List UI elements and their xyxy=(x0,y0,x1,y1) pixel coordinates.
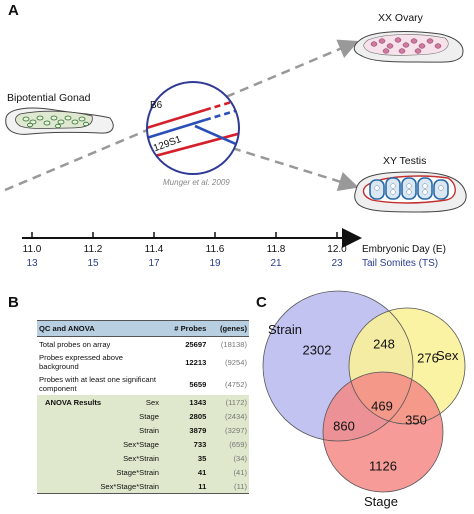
row-genes: (4752) xyxy=(225,379,247,389)
b6-label: B6 xyxy=(150,100,163,111)
anova-genes: (34) xyxy=(208,451,249,465)
testis-label: XY Testis xyxy=(383,155,427,167)
count-all-three: 469 xyxy=(371,398,393,414)
anova-row: Sex*Stage 733 (659) xyxy=(37,437,249,451)
somite-tick-3: 19 xyxy=(209,258,221,269)
anova-genes: (41) xyxy=(208,465,249,479)
anova-row: Strain 3879 (3297) xyxy=(37,423,249,437)
somite-tick-4: 21 xyxy=(270,258,282,269)
testis-illustration xyxy=(354,171,467,213)
header-probes: # Probes xyxy=(161,320,209,337)
anova-term: Sex xyxy=(145,397,159,407)
anova-term: Sex*Stage*Strain xyxy=(37,479,161,494)
s129-upper-line xyxy=(147,118,206,142)
count-stage-only: 1126 xyxy=(369,458,397,474)
anova-probes: 35 xyxy=(161,451,209,465)
anova-term: Stage*Strain xyxy=(37,465,161,479)
strain-circle xyxy=(147,82,239,174)
header-title: QC and ANOVA xyxy=(37,320,161,337)
red-lower-line xyxy=(147,130,239,162)
day-tick-1: 11.2 xyxy=(83,244,103,255)
count-sex-stage: 350 xyxy=(405,412,427,428)
row-probes: 25697 xyxy=(185,339,207,349)
anova-probes: 733 xyxy=(161,437,209,451)
anova-probes: 3879 xyxy=(161,423,209,437)
row-probes: 12213 xyxy=(185,357,207,367)
row-label: Probes expressed above background xyxy=(39,353,124,371)
somite-tick-1: 15 xyxy=(87,258,99,269)
anova-row: Sex*Strain 35 (34) xyxy=(37,451,249,465)
anova-term: Stage xyxy=(37,409,161,423)
count-strain-only: 2302 xyxy=(302,342,332,358)
row-probes: 5659 xyxy=(189,379,207,389)
anova-row: Stage*Strain 41 (41) xyxy=(37,465,249,479)
day-tick-0: 11.0 xyxy=(22,244,42,255)
day-tick-3: 11.6 xyxy=(205,244,225,255)
count-sex-only: 276 xyxy=(417,350,439,366)
row-genes: (9254) xyxy=(225,357,247,367)
row-label: Probes with at least one significant com… xyxy=(39,375,156,393)
bipotential-gonad-label: Bipotential Gonad xyxy=(7,92,91,104)
row-genes: (18138) xyxy=(220,339,247,349)
anova-title: ANOVA Results xyxy=(45,397,102,407)
anova-probes: 11 xyxy=(161,479,209,494)
strain-set-label: Strain xyxy=(268,322,302,337)
day-tick-5: 12.0 xyxy=(327,244,347,255)
somite-tick-0: 13 xyxy=(26,258,38,269)
day-tick-4: 11.8 xyxy=(266,244,286,255)
table-row: Probes with at least one significant com… xyxy=(37,373,249,395)
anova-genes: (1172) xyxy=(208,395,249,409)
arrow-to-testis xyxy=(231,146,359,192)
tail-somites-label: Tail Somites (TS) xyxy=(362,258,439,269)
anova-genes: (11) xyxy=(208,479,249,494)
anova-probes: 2805 xyxy=(161,409,209,423)
sex-set-label: Sex xyxy=(436,348,459,363)
anova-probes: 41 xyxy=(161,465,209,479)
ovary-label: XX Ovary xyxy=(378,12,423,24)
anova-row: Stage 2805 (2434) xyxy=(37,409,249,423)
table-row: Total probes on array 25697 (18138) xyxy=(37,337,249,352)
header-genes: (genes) xyxy=(208,320,249,337)
anova-term: Strain xyxy=(37,423,161,437)
somite-tick-5: 23 xyxy=(331,258,343,269)
anova-genes: (2434) xyxy=(208,409,249,423)
table-header: QC and ANOVA # Probes (genes) xyxy=(37,320,249,337)
somite-tick-2: 17 xyxy=(148,258,160,269)
anova-genes: (3297) xyxy=(208,423,249,437)
count-strain-sex: 248 xyxy=(373,336,395,352)
sex-set-circle xyxy=(349,308,465,424)
anova-row-label: ANOVA Results Sex xyxy=(37,395,161,409)
panel-a-letter: A xyxy=(8,2,19,19)
table-row: Probes expressed above background 12213 … xyxy=(37,351,249,373)
embryonic-day-label: Embryonic Day (E) xyxy=(362,244,446,255)
count-strain-stage: 860 xyxy=(333,418,355,434)
panel-a-diagram xyxy=(4,31,467,248)
ovary-illustration xyxy=(353,31,464,63)
day-tick-2: 11.4 xyxy=(144,244,164,255)
arrow-to-ovary xyxy=(4,39,359,192)
anova-row: Sex*Stage*Strain 11 (11) xyxy=(37,479,249,494)
anova-genes: (659) xyxy=(208,437,249,451)
stage-set-label: Stage xyxy=(364,494,398,509)
anova-term: Sex*Stage xyxy=(37,437,161,451)
anova-probes: 1343 xyxy=(161,395,209,409)
anova-row: ANOVA Results Sex 1343 (1172) xyxy=(37,395,249,409)
row-label: Total probes on array xyxy=(39,339,111,349)
panel-c-letter: C xyxy=(256,294,267,311)
anova-term: Sex*Strain xyxy=(37,451,161,465)
b6-solid-line xyxy=(147,108,206,132)
citation-label: Munger et al. 2009 xyxy=(163,178,230,187)
qc-anova-table: QC and ANOVA # Probes (genes) Total prob… xyxy=(37,320,249,494)
timeline-ticks xyxy=(31,232,338,238)
panel-b-letter: B xyxy=(8,294,19,311)
bipotential-gonad-illustration xyxy=(5,107,114,135)
